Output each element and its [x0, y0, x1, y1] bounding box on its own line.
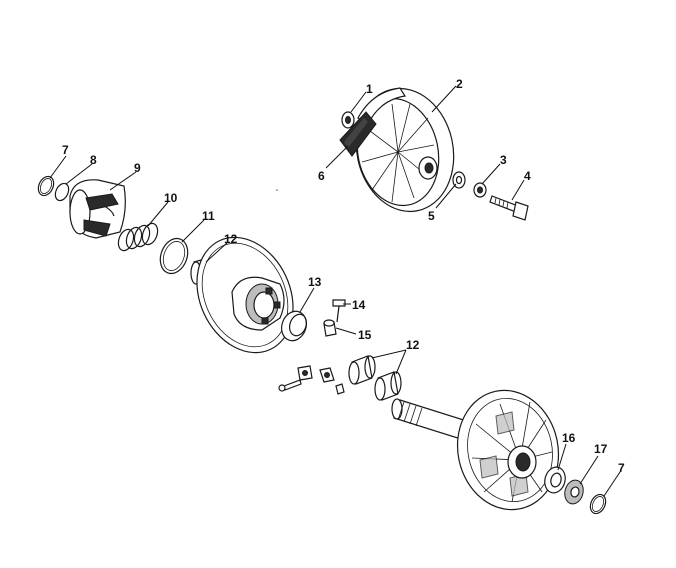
spider-part-9	[69, 179, 126, 239]
callout-11: 11	[202, 209, 215, 223]
callout-15: 15	[358, 328, 372, 342]
callout-8: 8	[90, 153, 97, 167]
roller-part-15	[323, 319, 337, 337]
callout-10: 10	[164, 191, 178, 205]
bushing-ring-part-13	[281, 310, 308, 342]
callout-16: 16	[562, 431, 576, 445]
drive-sheave-assembly	[339, 87, 529, 221]
callout-17: 17	[594, 442, 608, 456]
drive-sheave-part-2	[355, 87, 455, 213]
fixed-sheave	[456, 389, 560, 511]
callout-13: 13	[308, 275, 322, 289]
callout-4: 4	[524, 169, 531, 183]
belt-part-6	[339, 111, 377, 157]
callout-14: 14	[352, 298, 366, 312]
pin-part-14	[332, 299, 346, 323]
callout-6: 6	[318, 169, 325, 183]
snap-ring-part-7-right	[589, 493, 607, 515]
spring-part-10	[117, 222, 159, 252]
callout-12-upper: 12	[224, 232, 238, 246]
leader-lines	[49, 85, 621, 497]
callout-3: 3	[500, 153, 507, 167]
washer-part-17	[564, 479, 584, 505]
callout-12-lower: 12	[406, 338, 420, 352]
callout-1: 1	[366, 82, 373, 96]
callout-9: 9	[134, 161, 141, 175]
bushing-pair-part-12-lower	[348, 355, 402, 401]
callout-labels: 1 2 3 4 5 6 7 8 9 10 11 12 13 14 15 12 1…	[62, 77, 625, 475]
screw-and-nut-hardware	[278, 365, 345, 395]
washer-part-8	[54, 182, 70, 202]
stray-dot	[276, 189, 278, 191]
lock-washer-part-3	[473, 182, 487, 198]
callout-7-left: 7	[62, 143, 69, 157]
callout-7-right: 7	[618, 461, 625, 475]
ring-part-11	[159, 237, 189, 275]
left-parts-group	[37, 175, 216, 285]
snap-ring-part-7-left	[37, 175, 55, 197]
washer-part-16	[544, 466, 566, 494]
callout-2: 2	[456, 77, 463, 91]
bolt-part-4	[489, 195, 529, 221]
movable-sheave	[196, 236, 294, 354]
callout-5: 5	[428, 209, 435, 223]
washer-part-1	[341, 111, 355, 129]
